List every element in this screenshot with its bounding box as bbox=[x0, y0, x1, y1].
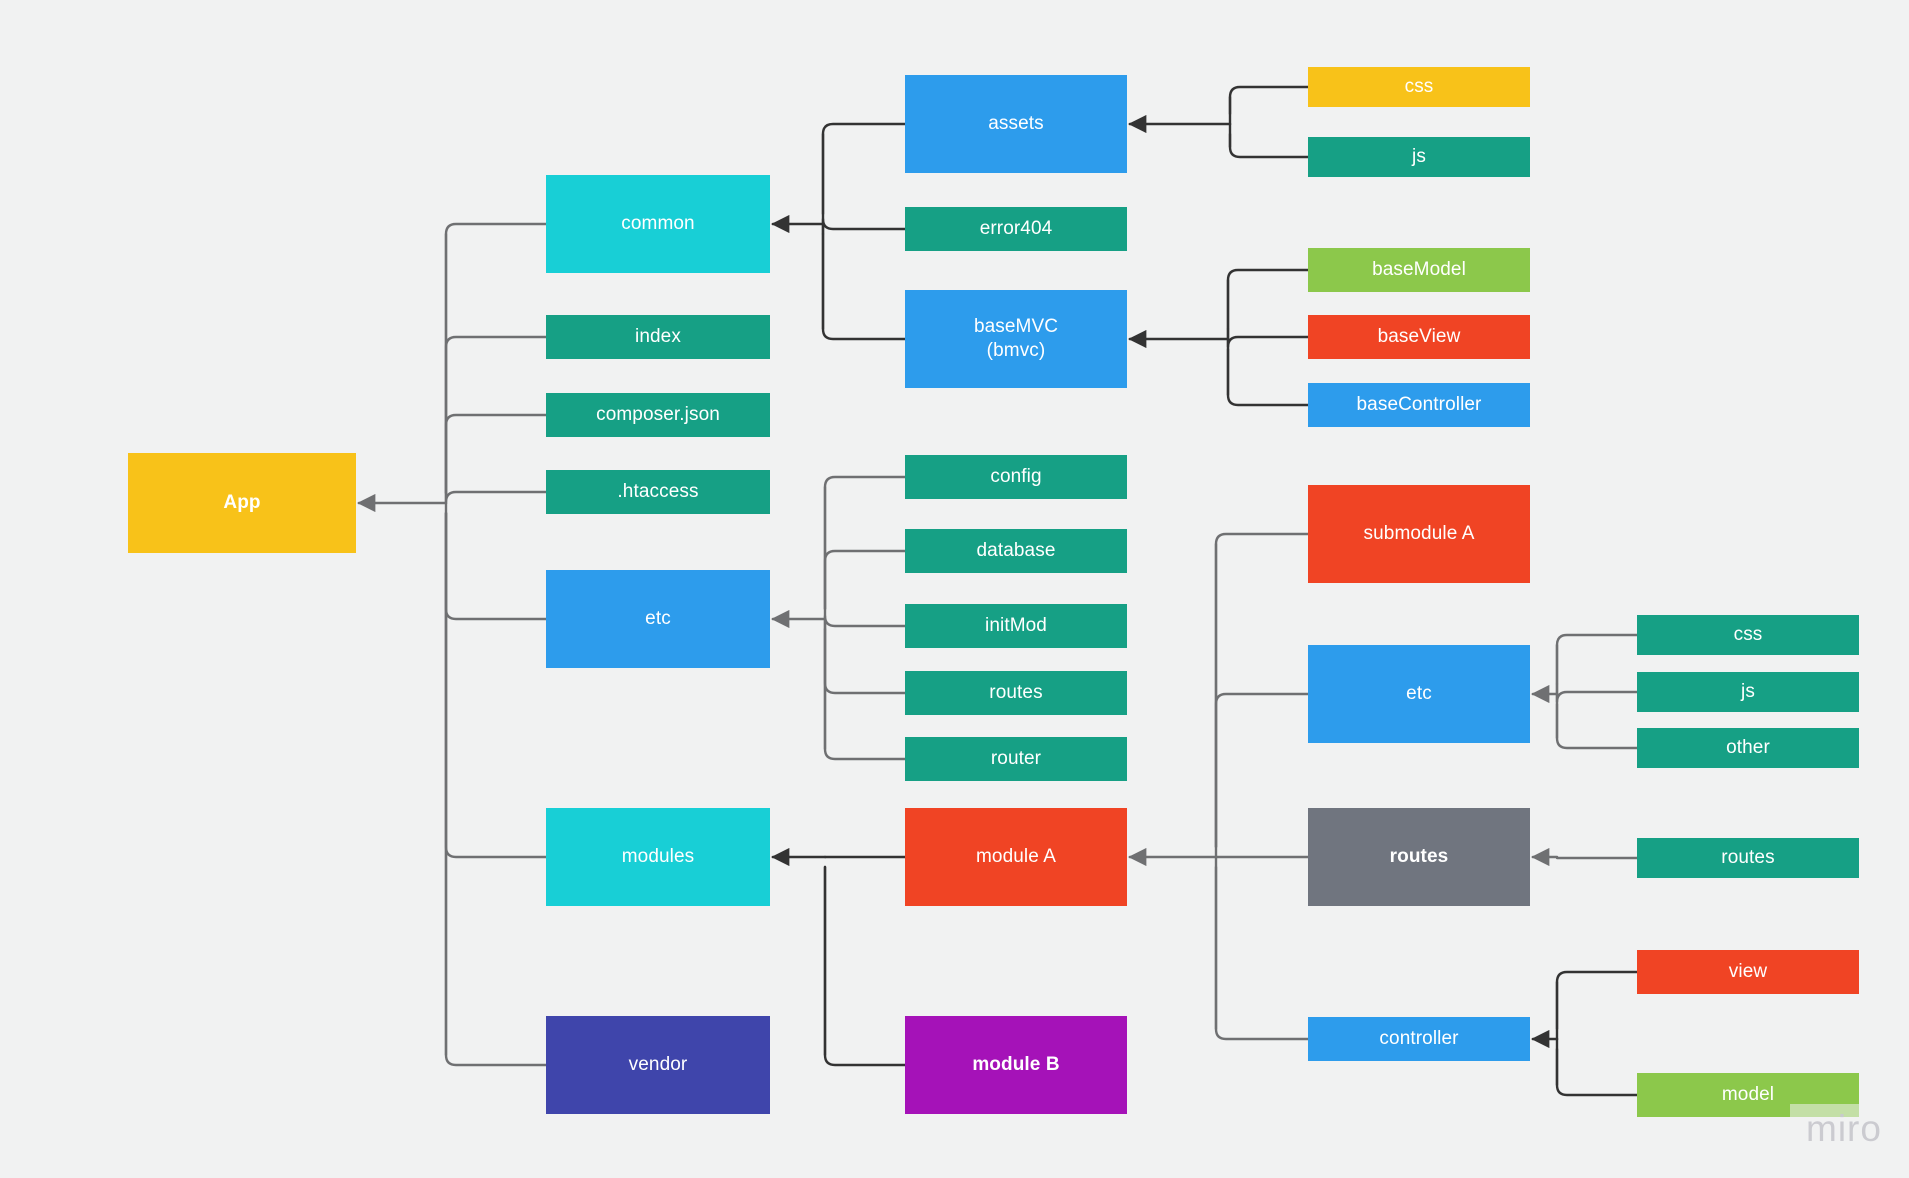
node-router[interactable]: router bbox=[905, 737, 1127, 781]
edge-initmod-to-etc bbox=[823, 614, 907, 631]
node-routes_etc[interactable]: routes bbox=[905, 671, 1127, 715]
node-other[interactable]: other bbox=[1637, 728, 1859, 768]
edge-error404-to-common bbox=[821, 217, 907, 236]
edge-css2-to-etc2 bbox=[1555, 633, 1639, 686]
node-index[interactable]: index bbox=[546, 315, 770, 359]
edge-vendor-to-app bbox=[444, 511, 548, 1067]
node-moduleA[interactable]: module A bbox=[905, 808, 1127, 906]
edge-basemvc-to-common bbox=[821, 232, 907, 341]
node-database[interactable]: database bbox=[905, 529, 1127, 573]
edge-etc2-to-moduleA bbox=[1214, 692, 1310, 849]
node-modules[interactable]: modules bbox=[546, 808, 770, 906]
node-error404[interactable]: error404 bbox=[905, 207, 1127, 251]
node-view[interactable]: view bbox=[1637, 950, 1859, 994]
edge-view-to-controller bbox=[1555, 970, 1639, 1031]
node-htaccess[interactable]: .htaccess bbox=[546, 470, 770, 514]
edge-database-to-etc bbox=[823, 549, 907, 611]
node-moduleB[interactable]: module B bbox=[905, 1016, 1127, 1114]
node-routes_gray[interactable]: routes bbox=[1308, 808, 1530, 906]
node-css_assets[interactable]: css bbox=[1308, 67, 1530, 107]
edge-model-to-controller bbox=[1555, 1047, 1639, 1097]
edge-composer-to-app bbox=[444, 413, 548, 495]
node-initmod[interactable]: initMod bbox=[905, 604, 1127, 648]
edge-baseModel-to-basemvc bbox=[1226, 268, 1310, 331]
node-css2[interactable]: css bbox=[1637, 615, 1859, 655]
edge-index-to-app bbox=[444, 335, 548, 495]
edge-baseView-to-basemvc bbox=[1226, 327, 1310, 349]
edge-js_assets-to-assets bbox=[1228, 132, 1310, 159]
edge-assets-to-common bbox=[821, 122, 907, 216]
edge-config-to-etc bbox=[823, 475, 907, 611]
node-controller[interactable]: controller bbox=[1308, 1017, 1530, 1061]
node-js2[interactable]: js bbox=[1637, 672, 1859, 712]
node-baseModel[interactable]: baseModel bbox=[1308, 248, 1530, 292]
node-etc2[interactable]: etc bbox=[1308, 645, 1530, 743]
node-routes_leaf[interactable]: routes bbox=[1637, 838, 1859, 878]
node-config[interactable]: config bbox=[905, 455, 1127, 499]
watermark-plate bbox=[1790, 1104, 1909, 1144]
node-js_assets[interactable]: js bbox=[1308, 137, 1530, 177]
edge-common-to-app bbox=[444, 222, 548, 495]
edge-moduleB-to-modules bbox=[823, 865, 907, 1067]
edge-controller-to-moduleA bbox=[1214, 865, 1310, 1041]
node-app[interactable]: App bbox=[128, 453, 356, 553]
edge-router-to-etc bbox=[823, 627, 907, 761]
node-etc[interactable]: etc bbox=[546, 570, 770, 668]
edge-css_assets-to-assets bbox=[1228, 85, 1310, 116]
edge-htaccess-to-app bbox=[444, 490, 548, 504]
node-vendor[interactable]: vendor bbox=[546, 1016, 770, 1114]
edge-etc-to-app bbox=[444, 511, 548, 621]
node-baseController[interactable]: baseController bbox=[1308, 383, 1530, 427]
node-baseView[interactable]: baseView bbox=[1308, 315, 1530, 359]
edge-modules-to-app bbox=[444, 511, 548, 859]
miro-watermark: miro bbox=[1806, 1108, 1882, 1149]
node-submoduleA[interactable]: submodule A bbox=[1308, 485, 1530, 583]
edge-submoduleA-to-moduleA bbox=[1214, 532, 1310, 849]
node-common[interactable]: common bbox=[546, 175, 770, 273]
node-composer[interactable]: composer.json bbox=[546, 393, 770, 437]
edge-other-to-etc2 bbox=[1555, 702, 1639, 750]
edge-routes_etc-to-etc bbox=[823, 627, 907, 695]
node-assets[interactable]: assets bbox=[905, 75, 1127, 173]
edge-baseController-to-basemvc bbox=[1226, 347, 1310, 407]
edge-js2-to-etc2 bbox=[1555, 682, 1639, 704]
node-basemvc[interactable]: baseMVC (bmvc) bbox=[905, 290, 1127, 388]
